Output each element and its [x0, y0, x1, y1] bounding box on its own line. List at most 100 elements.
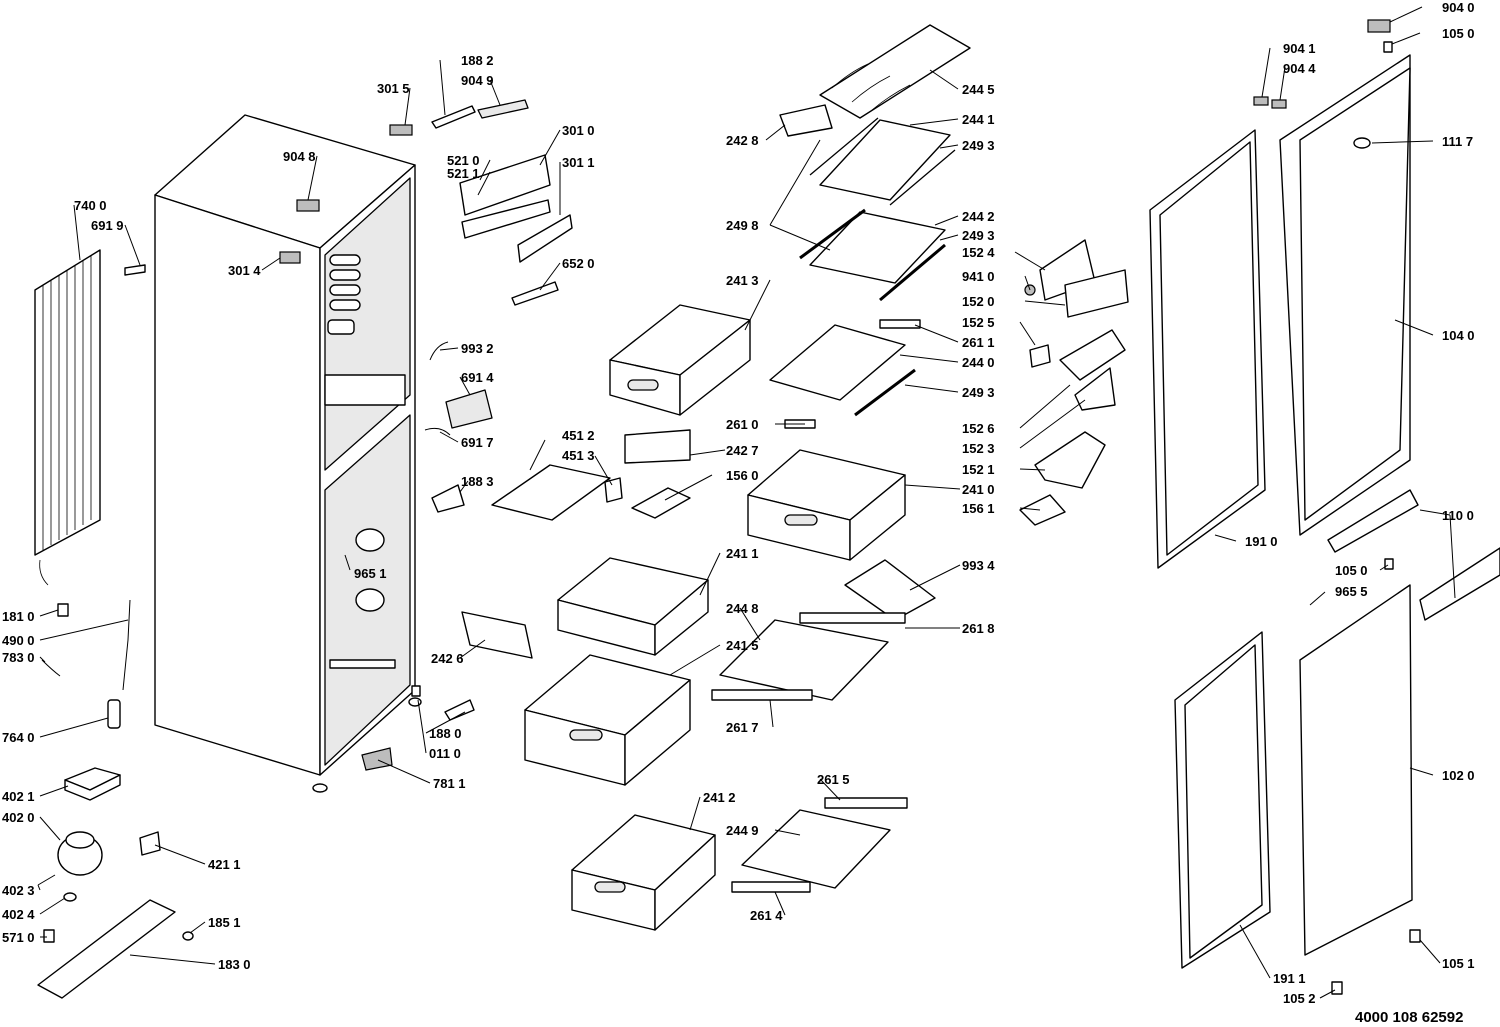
bin-1526 — [1059, 329, 1126, 381]
callout-6914: 691 4 — [461, 370, 494, 385]
callout-4021: 402 1 — [2, 789, 35, 804]
callout-9410: 941 0 — [962, 269, 995, 284]
callout-2441: 244 1 — [962, 112, 995, 127]
callout-2415: 241 5 — [726, 638, 759, 653]
callout-3011: 301 1 — [562, 155, 595, 170]
handle-1100 — [1327, 489, 1419, 553]
box-2428 — [779, 104, 833, 137]
callout-2411: 241 1 — [726, 546, 759, 561]
callout-6919: 691 9 — [91, 218, 124, 233]
drawer-2415 — [524, 654, 691, 786]
cabinet-body — [154, 114, 422, 793]
bin-1521 — [1034, 431, 1106, 489]
callout-2412: 241 2 — [703, 790, 736, 805]
glass-shelf-2442 — [809, 211, 946, 284]
callout-7640: 764 0 — [2, 730, 35, 745]
callout-1521: 152 1 — [962, 462, 995, 477]
callout-2413: 241 3 — [726, 273, 759, 288]
callout-1560: 156 0 — [726, 468, 759, 483]
callout-1851: 185 1 — [208, 915, 241, 930]
callout-2618: 261 8 — [962, 621, 995, 636]
callout-9048: 904 8 — [283, 149, 316, 164]
callout-4211: 421 1 — [208, 857, 241, 872]
wine-rack-2445 — [819, 24, 971, 119]
callout-9651: 965 1 — [354, 566, 387, 581]
rail-2618 — [799, 612, 906, 624]
trim-2498b — [799, 208, 866, 260]
part-1052 — [1331, 981, 1343, 995]
egg-tray-1560 — [631, 487, 691, 519]
callout-9049: 904 9 — [461, 73, 494, 88]
egg-holder-1561 — [1019, 494, 1066, 526]
callout-5211: 521 1 — [447, 166, 480, 181]
callout-2445: 244 5 — [962, 82, 995, 97]
callout-6917: 691 7 — [461, 435, 494, 450]
part-4024 — [63, 892, 77, 902]
power-cord-4900 — [122, 599, 131, 691]
part-1117 — [1353, 137, 1371, 149]
rail-2617 — [711, 689, 813, 701]
rail-2615 — [824, 797, 908, 809]
leader-lines — [37, 6, 1456, 999]
callout-9934: 993 4 — [962, 558, 995, 573]
part-6919 — [124, 264, 146, 276]
callout-1117: 111 7 — [1442, 134, 1473, 149]
part-1525 — [1029, 344, 1051, 368]
callout-4023: 402 3 — [2, 883, 35, 898]
part-7640 — [107, 699, 121, 729]
box-2427 — [624, 429, 691, 464]
callout-2493-a: 249 3 — [962, 138, 995, 153]
part-6914 — [445, 389, 493, 429]
callout-4024: 402 4 — [2, 907, 35, 922]
part-4513 — [604, 477, 623, 503]
base-frame-1830 — [37, 899, 176, 999]
callout-7811: 781 1 — [433, 776, 466, 791]
callout-2428: 242 8 — [726, 133, 759, 148]
callout-5710: 571 0 — [2, 930, 35, 945]
trim-2498a — [809, 117, 879, 176]
bracket-1883 — [431, 484, 465, 513]
callout-1526: 152 6 — [962, 421, 995, 436]
gasket-1910-inner — [1159, 141, 1259, 556]
rail-2614 — [731, 881, 811, 893]
glass-shelf-2440 — [769, 324, 906, 401]
callout-1050: 105 0 — [1442, 26, 1475, 41]
panel-3011 — [461, 199, 551, 239]
callout-4513: 451 3 — [562, 448, 595, 463]
document-number: 4000 108 62592 — [1355, 1009, 1463, 1026]
callout-2615: 261 5 — [817, 772, 850, 787]
part-9041 — [1253, 96, 1269, 106]
callout-1880: 188 0 — [429, 726, 462, 741]
callout-4020: 402 0 — [2, 810, 35, 825]
bin-1520 — [1064, 269, 1129, 318]
divider-2426 — [461, 611, 533, 659]
callout-1524: 152 4 — [962, 245, 995, 260]
callout-2614: 261 4 — [750, 908, 783, 923]
callout-6520: 652 0 — [562, 256, 595, 271]
part-1051 — [1409, 929, 1421, 943]
callout-2426: 242 6 — [431, 651, 464, 666]
callout-2610: 261 0 — [726, 417, 759, 432]
glass-shelf-2448 — [719, 619, 889, 701]
callout-1911: 191 1 — [1273, 971, 1306, 986]
callout-2427: 242 7 — [726, 443, 759, 458]
door-1040-inner — [1299, 67, 1411, 521]
callout-2440: 244 0 — [962, 355, 995, 370]
callout-2617: 261 7 — [726, 720, 759, 735]
callout-0110: 011 0 — [429, 746, 461, 761]
callout-5210: 521 0 — [447, 153, 480, 168]
glass-shelf-2441 — [819, 119, 951, 201]
tray-9934 — [844, 559, 936, 621]
control-panel-3010 — [459, 154, 551, 216]
callout-1810: 181 0 — [2, 609, 35, 624]
callout-2498: 249 8 — [726, 218, 759, 233]
callout-1020: 102 0 — [1442, 768, 1475, 783]
parts-drawing — [34, 19, 1500, 999]
callout-1883: 188 3 — [461, 474, 494, 489]
part-1810 — [57, 603, 69, 617]
callout-labels: 904 0 105 0 904 1 904 4 111 7 104 0 110 … — [2, 0, 1475, 1006]
callout-7830: 783 0 — [2, 650, 35, 665]
callout-4512: 451 2 — [562, 428, 595, 443]
callout-3010: 301 0 — [562, 123, 595, 138]
callout-1050-mid: 105 0 — [1335, 563, 1368, 578]
